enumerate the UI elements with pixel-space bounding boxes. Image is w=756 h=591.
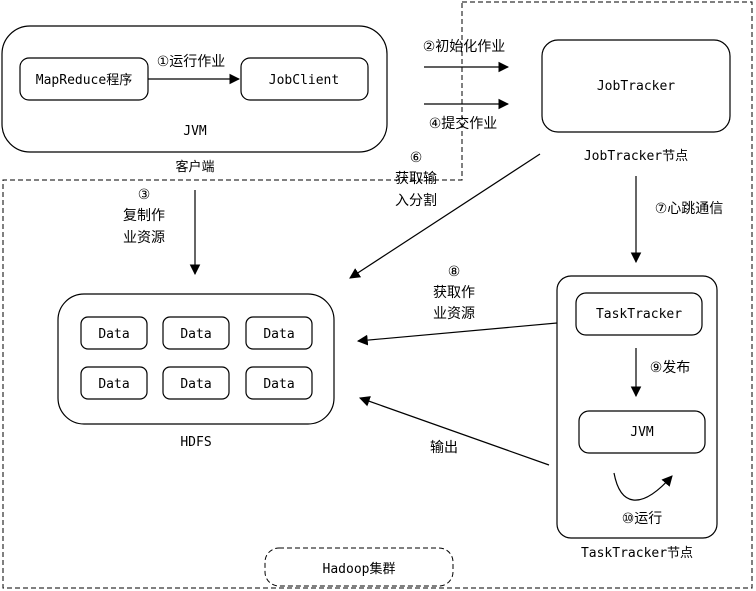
hdfs-data-label: Data [180,327,211,342]
step3-line3: 业资源 [123,230,165,246]
step9-label: ⑨发布 [650,360,691,376]
client-jvm-label: JVM [183,124,207,139]
step8-line2: 获取作 [433,285,475,301]
step7-label: ⑦心跳通信 [655,201,724,217]
hdfs-data-label: Data [98,327,129,342]
hdfs-data-block [162,366,230,400]
hdfs-data-block [245,316,313,350]
step4-label: ④提交作业 [429,115,498,132]
jobtracker-label: JobTracker [597,79,675,94]
hdfs-data-block [80,316,148,350]
arrow-get-input-splits [349,153,541,279]
step8-number: ⑧ [448,264,461,280]
tasktracker-node-label: TaskTracker节点 [581,546,693,561]
hdfs-data-label: Data [180,377,211,392]
arrow-get-job-resources [356,321,569,346]
hdfs-container [57,293,335,425]
jobclient-box [240,57,369,101]
step3-number: ③ [138,187,151,203]
step3-line2: 复制作 [123,207,165,224]
hadoop-cluster-label-box [264,547,454,587]
step8-line3: 业资源 [433,306,475,322]
step1-label: ①运行作业 [157,54,226,70]
hdfs-data-label: Data [98,377,129,392]
hdfs-data-block [162,316,230,350]
hdfs-label: HDFS [180,435,211,450]
step6-line3: 入分割 [395,192,437,209]
jobclient-label: JobClient [269,73,339,88]
output-label: 输出 [430,440,458,456]
step6-line2: 获取输 [395,171,437,187]
task-jvm-box [578,410,706,454]
step6-number: ⑥ [410,150,423,166]
task-jvm-label: JVM [630,425,654,440]
jobtracker-node-label: JobTracker节点 [584,149,688,164]
hdfs-data-label: Data [263,327,294,342]
hdfs-data-block [80,366,148,400]
step2-label: ②初始化作业 [423,38,506,55]
arrow-run-task [613,472,673,501]
hadoop-cluster-label: Hadoop集群 [323,561,396,577]
tasktracker-label: TaskTracker [596,307,682,322]
tasktracker-node-container [556,275,718,539]
step10-label: ⑩运行 [622,511,663,527]
client-label: 客户端 [175,159,214,175]
hdfs-data-block [245,366,313,400]
arrow-output [358,396,550,466]
mapreduce-program-label: MapReduce程序 [36,73,132,88]
tasktracker-box [575,292,703,336]
hdfs-data-label: Data [263,377,294,392]
jobtracker-box [541,39,731,133]
